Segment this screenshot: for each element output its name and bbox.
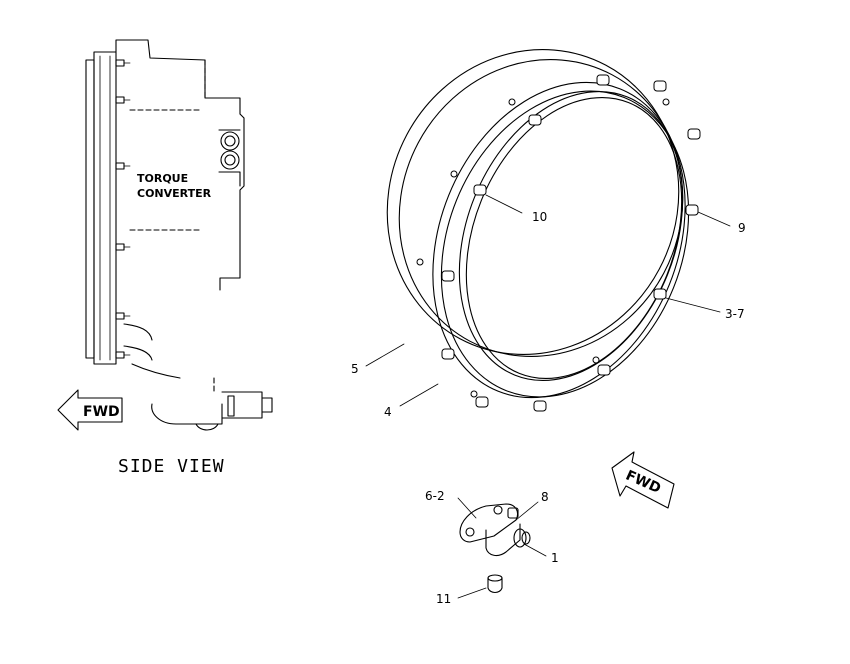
side-view-caption: SIDE VIEW [118,456,225,477]
callout-10: 10 [532,210,547,224]
side-fwd-label: FWD [83,404,120,420]
callout-1: 1 [551,551,559,565]
callout-5: 5 [351,362,359,376]
callout-11: 11 [436,592,451,606]
side-bolts [115,59,131,359]
callout-3-7: 3-7 [725,307,745,321]
callout-8: 8 [541,490,549,504]
leader-lines [365,194,731,599]
main-fwd-arrow: FWD [611,451,675,509]
ring-assembly [386,49,690,399]
valve-assembly [459,503,531,594]
callout-9: 9 [738,221,746,235]
callout-6-2: 6-2 [425,489,445,503]
side-view-drawing: TORQUE CONVERTER [85,39,273,431]
torque-converter-label-2: CONVERTER [137,187,212,200]
side-fwd-arrow: FWD [57,389,123,431]
callout-4: 4 [384,405,392,419]
ring-bolts [416,74,701,412]
main-fwd-label: FWD [623,468,663,498]
torque-converter-label-1: TORQUE [137,172,188,185]
